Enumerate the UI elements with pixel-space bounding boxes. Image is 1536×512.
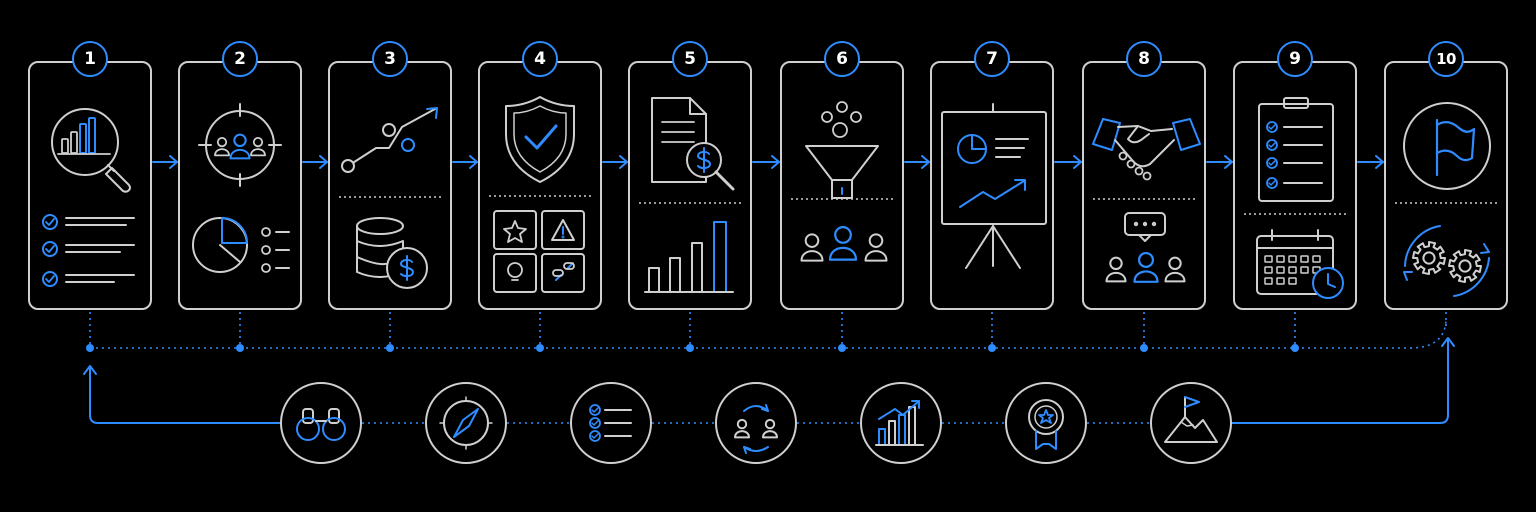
step-card-1 — [28, 41, 152, 310]
connector-node — [686, 344, 694, 352]
bar-chart-icon — [644, 221, 734, 293]
step-card-6 — [780, 41, 904, 310]
step-card-7 — [930, 41, 1054, 310]
flow-arrow — [152, 155, 178, 169]
flow-arrow — [1357, 155, 1384, 169]
award-badge-icon — [1005, 382, 1087, 464]
exchange-people-icon — [715, 382, 797, 464]
flow-arrow — [752, 155, 780, 169]
handshake-icon — [1092, 118, 1201, 181]
step-number-badge — [1126, 41, 1162, 77]
step-card-3 — [328, 41, 452, 310]
step-card-9 — [1233, 41, 1357, 310]
step-card-8 — [1082, 41, 1206, 310]
step-card-5 — [628, 41, 752, 310]
flow-arrow — [1054, 155, 1082, 169]
funnel-icon — [805, 101, 879, 199]
step-number-badge — [222, 41, 258, 77]
step-number-badge — [1428, 41, 1464, 77]
calendar-clock-icon — [1256, 229, 1344, 299]
flow-arrow — [452, 155, 478, 169]
checklist-icon — [570, 382, 652, 464]
connector-node — [536, 344, 544, 352]
step-card-4 — [478, 41, 602, 310]
checklist-icon — [42, 214, 135, 287]
magnifier-bar-chart-icon — [51, 108, 131, 193]
step-number-badge — [824, 41, 860, 77]
presentation-board-icon — [941, 103, 1047, 269]
document-dollar-search-icon — [651, 97, 735, 191]
growth-chart-icon — [860, 382, 942, 464]
target-audience-icon — [198, 103, 282, 187]
connector-node — [1140, 344, 1148, 352]
step-card-10 — [1384, 41, 1508, 310]
flow-arrow — [302, 155, 328, 169]
team-discussion-icon — [1105, 212, 1186, 283]
connector-node — [1291, 344, 1299, 352]
feedback-loop-arrow — [83, 337, 1455, 424]
pie-chart-list-icon — [192, 217, 290, 273]
shield-check-icon — [505, 96, 575, 183]
connector-node — [386, 344, 394, 352]
step-number-badge — [72, 41, 108, 77]
flow-arrow — [1206, 155, 1233, 169]
connector-node — [838, 344, 846, 352]
connector-node — [86, 344, 94, 352]
flag-circle-icon — [1403, 102, 1491, 190]
step-number-badge — [522, 41, 558, 77]
gears-cycle-icon — [1403, 225, 1490, 297]
clipboard-checklist-icon — [1258, 97, 1334, 202]
binoculars-icon — [280, 382, 362, 464]
step-number-badge — [1277, 41, 1313, 77]
connector-node — [988, 344, 996, 352]
risk-grid-icon — [493, 210, 585, 293]
step-number-badge — [372, 41, 408, 77]
flow-arrow — [904, 155, 930, 169]
step-number-badge — [974, 41, 1010, 77]
flow-arrow — [602, 155, 628, 169]
team-icon — [800, 225, 888, 262]
step-number-badge — [672, 41, 708, 77]
step-card-2 — [178, 41, 302, 310]
coins-dollar-icon — [356, 217, 428, 289]
compass-icon — [425, 382, 507, 464]
mountain-flag-icon — [1150, 382, 1232, 464]
connector-node — [236, 344, 244, 352]
dotted-connector-line — [86, 312, 1447, 352]
trend-line-icon — [341, 107, 438, 173]
